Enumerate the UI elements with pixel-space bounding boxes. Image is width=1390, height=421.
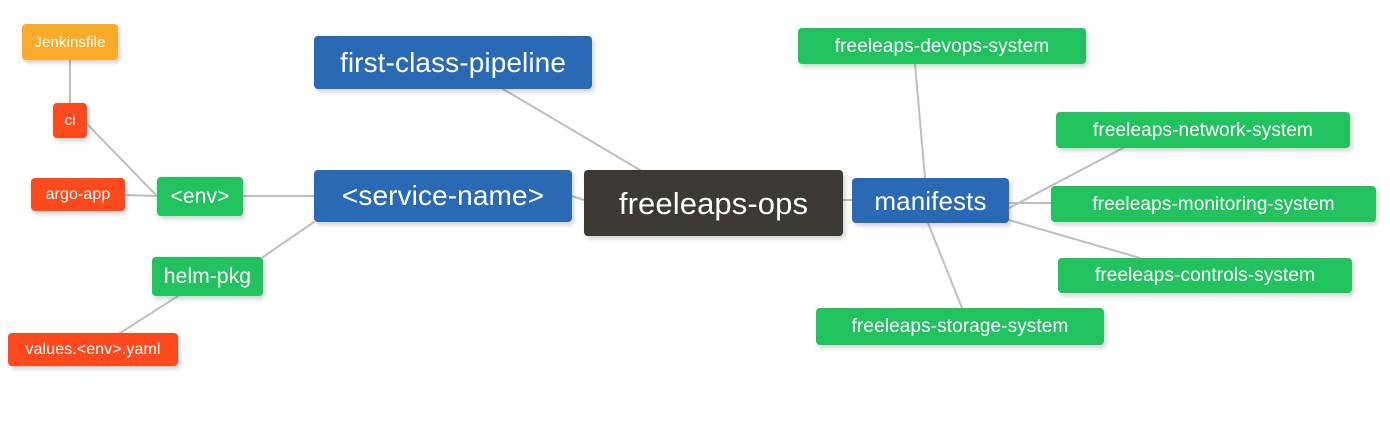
node-storage-sys[interactable]: freeleaps-storage-system	[816, 308, 1104, 345]
node-controls-sys[interactable]: freeleaps-controls-system	[1058, 258, 1352, 293]
node-root[interactable]: freeleaps-ops	[584, 170, 843, 236]
node-helm-pkg[interactable]: helm-pkg	[152, 257, 263, 296]
node-manifests[interactable]: manifests	[852, 178, 1009, 223]
node-argo-app[interactable]: argo-app	[31, 178, 125, 211]
node-pipeline[interactable]: first-class-pipeline	[314, 36, 592, 89]
edge-helm-pkg-to-values-yaml	[119, 295, 179, 334]
edge-manifests-to-devops-sys	[914, 63, 926, 179]
node-monitoring-sys[interactable]: freeleaps-monitoring-system	[1051, 186, 1376, 222]
edge-pipeline-to-root	[502, 88, 641, 171]
node-network-sys[interactable]: freeleaps-network-system	[1056, 112, 1350, 148]
node-jenkinsfile[interactable]: Jenkinsfile	[22, 24, 118, 60]
node-ci[interactable]: ci	[53, 103, 87, 138]
node-service-name[interactable]: <service-name>	[314, 170, 572, 222]
edge-manifests-to-controls-sys	[1008, 219, 1141, 259]
node-env[interactable]: <env>	[157, 177, 243, 216]
edge-service-name-to-root	[571, 195, 585, 201]
node-devops-sys[interactable]: freeleaps-devops-system	[798, 28, 1086, 64]
edge-argo-app-to-env	[124, 194, 158, 197]
edge-manifests-to-storage-sys	[927, 222, 963, 309]
edge-service-name-to-helm-pkg	[262, 221, 315, 258]
node-values-yaml[interactable]: values.<env>.yaml	[8, 333, 178, 366]
